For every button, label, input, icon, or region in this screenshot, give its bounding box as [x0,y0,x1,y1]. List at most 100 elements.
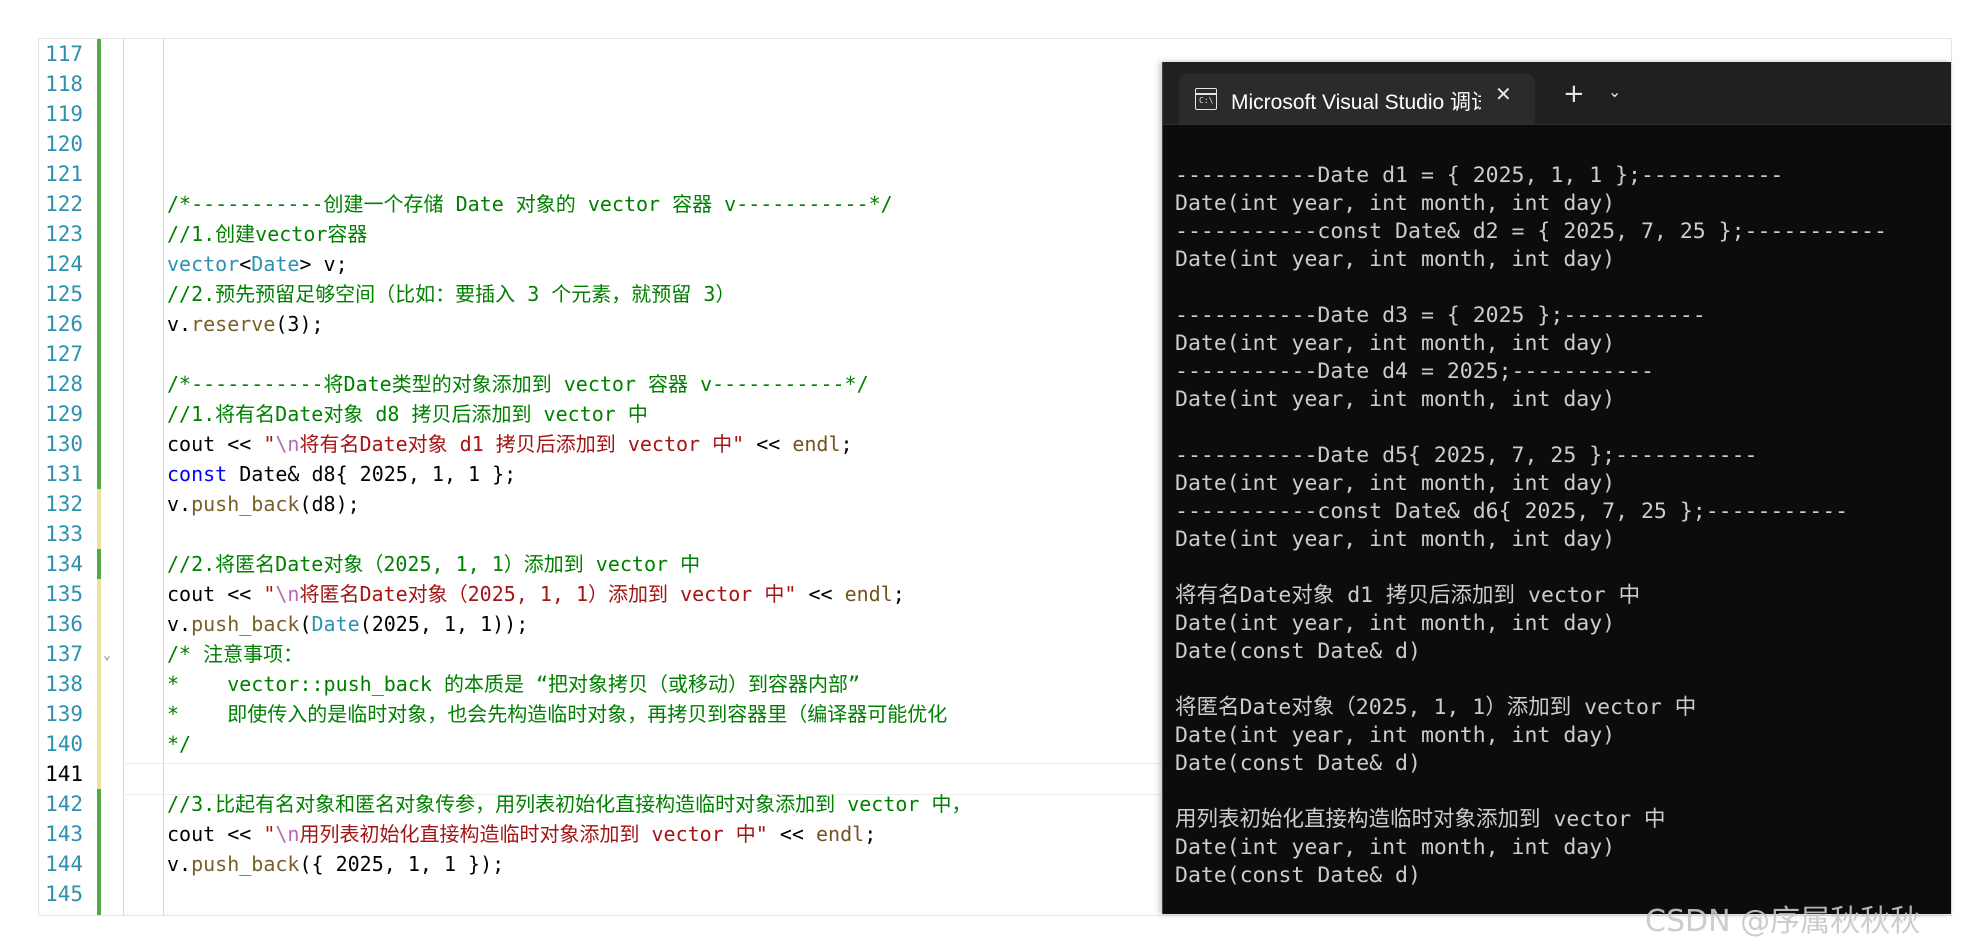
code-text: v. [167,492,192,516]
comment: /* 注意事项： [167,642,304,666]
line-number: 124 [45,252,83,276]
code-line-134[interactable]: //2.将匿名Date对象（2025, 1, 1）添加到 vector 中 [167,549,700,579]
code-line-123[interactable]: //1.创建vector容器 [167,219,367,249]
line-number: 140 [45,732,83,756]
code-line-135[interactable]: cout << "\n将匿名Date对象（2025, 1, 1）添加到 vect… [167,579,905,609]
code-text: ({ 2025, 1, 1 }); [299,852,505,876]
line-number: 145 [45,882,83,906]
output-line: Date(int year, int month, int day) [1175,471,1616,496]
code-text: ; [840,432,853,456]
line-number: 121 [45,162,83,186]
escape-sequence: \n [275,432,300,456]
line-number: 125 [45,282,83,306]
close-icon[interactable]: ✕ [1495,82,1512,106]
comment: * 即使传入的是临时对象，也会先构造临时对象，再拷贝到容器里（编译器可能优化 [167,702,948,726]
line-number: 122 [45,192,83,216]
fold-toggle-icon[interactable]: ⌄ [103,648,111,663]
code-text: (3); [275,312,324,336]
code-line-128[interactable]: /*-----------将Date类型的对象添加到 vector 容器 v--… [167,369,869,399]
comment: /*-----------将Date类型的对象添加到 vector 容器 v--… [167,372,869,396]
output-line [1175,554,1945,582]
line-number: 139 [45,702,83,726]
code-text: cout << [167,582,264,606]
change-indicator-unsaved [97,699,101,789]
code-area[interactable]: /*-----------创建一个存储 Date 对象的 vector 容器 v… [167,39,1207,915]
output-line: Date(int year, int month, int day) [1175,331,1616,356]
output-line: Date(int year, int month, int day) [1175,611,1616,636]
line-number: 123 [45,222,83,246]
code-text: > v; [299,252,348,276]
keyword: const [167,462,228,486]
output-line: Date(int year, int month, int day) [1175,191,1616,216]
code-text: v. [167,312,192,336]
gutter-separator [123,39,124,915]
code-text: << [796,582,845,606]
type-name: Date [251,252,300,276]
code-line-140[interactable]: */ [167,729,191,759]
code-text: v. [167,852,192,876]
type-name: Date [311,612,360,636]
line-number: 131 [45,462,83,486]
code-text: ; [864,822,877,846]
indent-guide [163,39,164,915]
member-function: push_back [191,852,300,876]
chevron-down-icon[interactable]: ⌄ [1608,82,1622,101]
member-function: reserve [191,312,276,336]
string-literal: 将匿名Date对象（2025, 1, 1）添加到 vector 中" [299,582,797,606]
new-tab-button[interactable]: + [1563,79,1585,109]
escape-sequence: \n [275,822,300,846]
change-indicator-unsaved [97,579,101,699]
code-text: cout << [167,822,264,846]
string-literal: " [263,582,276,606]
member-function: push_back [191,492,300,516]
console-output: -----------Date d1 = { 2025, 1, 1 };----… [1175,162,1945,890]
debug-console-window[interactable]: C:\ Microsoft Visual Studio 调试控制台 ✕ + ⌄ … [1162,62,1951,914]
code-text: cout << [167,432,264,456]
code-line-136[interactable]: v.push_back(Date(2025, 1, 1)); [167,609,528,639]
code-text: v. [167,612,192,636]
code-text: (d8); [299,492,360,516]
line-number: 136 [45,612,83,636]
identifier: endl [792,432,841,456]
output-line: -----------Date d5{ 2025, 7, 25 };------… [1175,443,1758,468]
output-line: -----------const Date& d2 = { 2025, 7, 2… [1175,219,1887,244]
comment: //3.比起有名对象和匿名对象传参，用列表初始化直接构造临时对象添加到 vect… [167,792,972,816]
string-literal: 用列表初始化直接构造临时对象添加到 vector 中" [299,822,768,846]
line-number: 137 [45,642,83,666]
code-line-131[interactable]: const Date& d8{ 2025, 1, 1 }; [167,459,516,489]
code-line-126[interactable]: v.reserve(3); [167,309,324,339]
code-line-125[interactable]: //2.预先预留足够空间（比如：要插入 3 个元素，就预留 3） [167,279,735,309]
change-indicator-unsaved [97,489,101,549]
line-number: 142 [45,792,83,816]
change-indicator-saved [97,39,101,915]
output-line: Date(const Date& d) [1175,863,1421,888]
line-number: 129 [45,402,83,426]
tab-title: Microsoft Visual Studio 调试控制台 [1231,91,1481,114]
terminal-title-bar: C:\ Microsoft Visual Studio 调试控制台 ✕ + ⌄ [1163,62,1951,125]
type-name: vector [167,252,240,276]
code-line-143[interactable]: cout << "\n用列表初始化直接构造临时对象添加到 vector 中" <… [167,819,876,849]
output-line [1175,414,1945,442]
code-line-122[interactable]: /*-----------创建一个存储 Date 对象的 vector 容器 v… [167,189,893,219]
code-line-139[interactable]: * 即使传入的是临时对象，也会先构造临时对象，再拷贝到容器里（编译器可能优化 [167,699,947,729]
code-text: << [767,822,817,846]
terminal-tab[interactable]: C:\ Microsoft Visual Studio 调试控制台 ✕ [1179,74,1535,124]
comment: */ [167,732,192,756]
line-number: 119 [45,102,83,126]
code-line-130[interactable]: cout << "\n将有名Date对象 d1 拷贝后添加到 vector 中"… [167,429,853,459]
output-line: -----------Date d3 = { 2025 };----------… [1175,303,1706,328]
code-line-138[interactable]: * vector::push_back 的本质是 “把对象拷贝（或移动）到容器内… [167,669,860,699]
string-literal: 将有名Date对象 d1 拷贝后添加到 vector 中" [299,432,745,456]
string-literal: " [263,432,276,456]
code-text: << [744,432,793,456]
code-line-137[interactable]: /* 注意事项： [167,639,303,669]
code-text: Date& d8{ 2025, 1, 1 }; [227,462,517,486]
code-line-124[interactable]: vector<Date> v; [167,249,348,279]
code-line-144[interactable]: v.push_back({ 2025, 1, 1 }); [167,849,504,879]
output-line: 用列表初始化直接构造临时对象添加到 vector 中 [1175,807,1666,832]
code-line-142[interactable]: //3.比起有名对象和匿名对象传参，用列表初始化直接构造临时对象添加到 vect… [167,789,972,819]
code-line-132[interactable]: v.push_back(d8); [167,489,360,519]
output-line: Date(int year, int month, int day) [1175,387,1616,412]
code-line-129[interactable]: //1.将有名Date对象 d8 拷贝后添加到 vector 中 [167,399,648,429]
output-line: -----------Date d4 = 2025;----------- [1175,359,1654,384]
